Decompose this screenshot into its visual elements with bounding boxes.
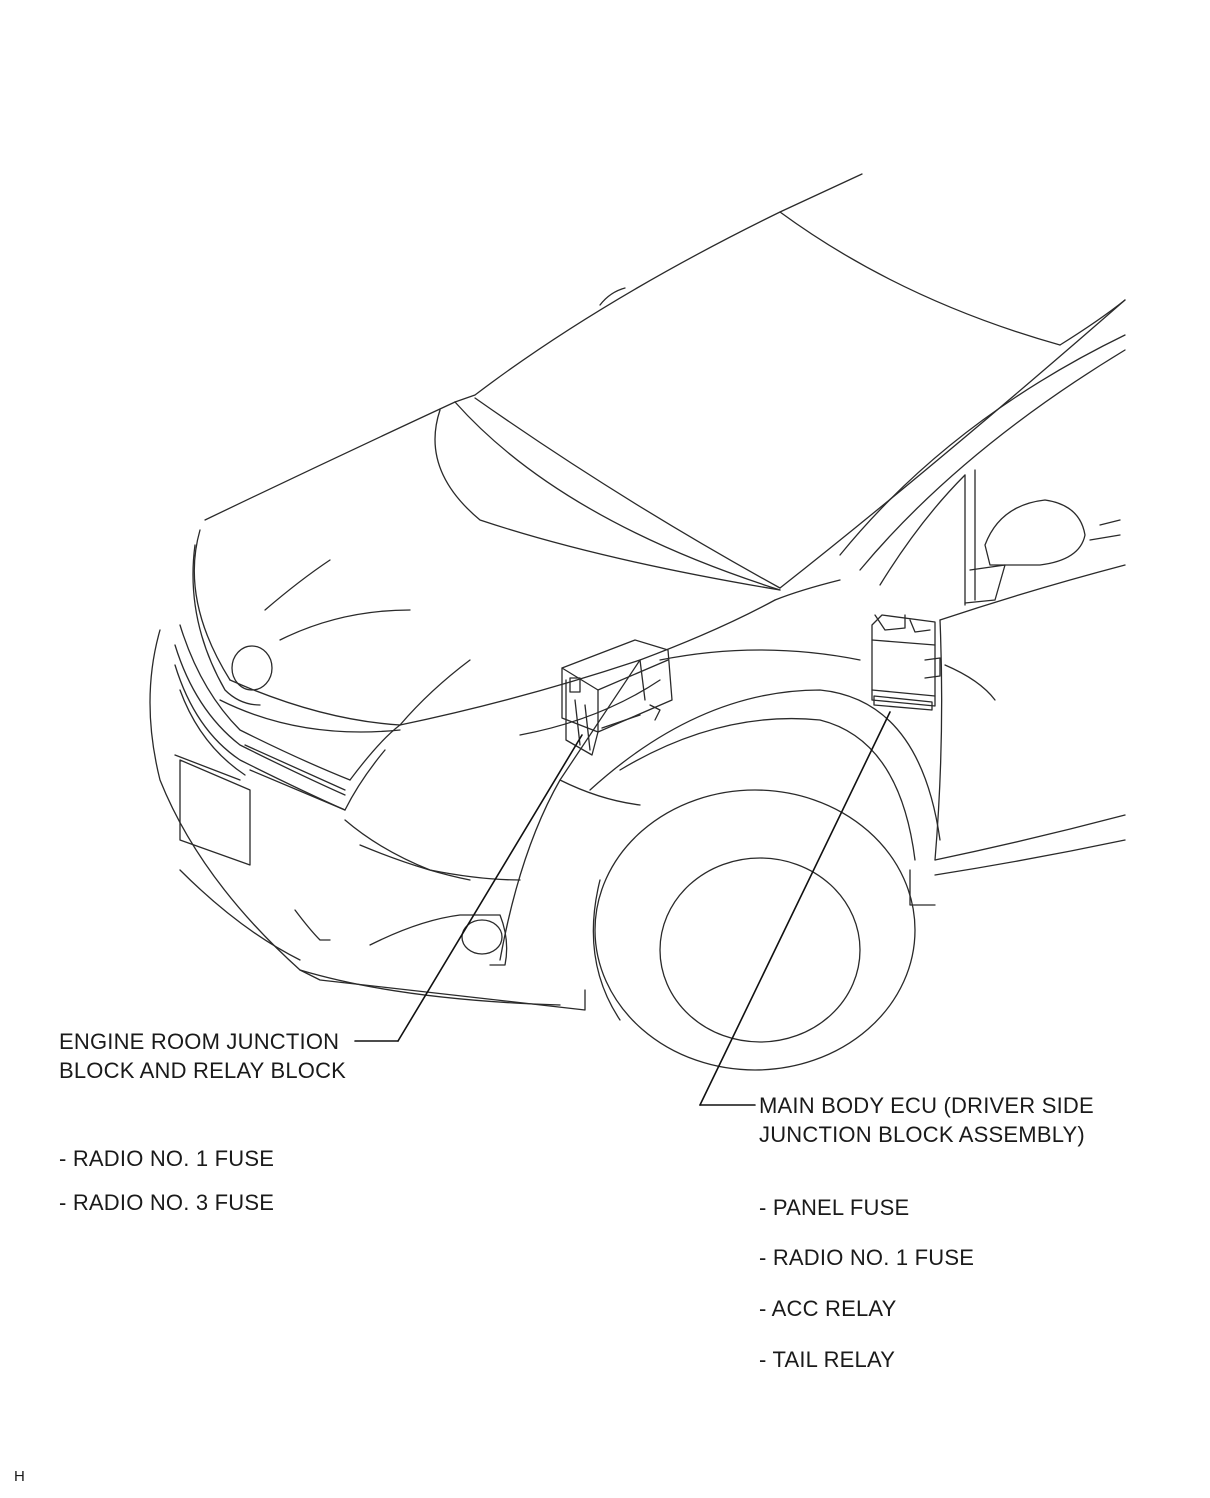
main-body-item-tail-relay: - TAIL RELAY [759, 1347, 896, 1372]
hood [193, 401, 781, 726]
engine-room-label-line1: ENGINE ROOM JUNCTION [59, 1029, 340, 1054]
door-side [879, 469, 1126, 906]
engine-room-item-radio1: - RADIO NO. 1 FUSE [59, 1146, 275, 1171]
front-bumper [149, 629, 586, 1011]
main-body-label-line1: MAIN BODY ECU (DRIVER SIDE [759, 1093, 1094, 1118]
roof-pillar [599, 287, 1126, 571]
engine-room-leader-diagonal [397, 734, 583, 1042]
corner-mark: H [14, 1468, 25, 1485]
side-mirror [944, 499, 1086, 701]
front-fender [499, 579, 943, 961]
main-body-ecu-illustration [871, 614, 941, 711]
engine-room-junction-block-illustration [561, 639, 673, 756]
front-wheel [592, 789, 916, 1071]
headlight [192, 544, 401, 733]
windshield [454, 173, 1126, 591]
fog-lamp [369, 914, 508, 966]
engine-room-label-line2: BLOCK AND RELAY BLOCK [59, 1058, 347, 1083]
main-body-leader-diagonal [699, 711, 891, 1106]
engine-room-item-radio3: - RADIO NO. 3 FUSE [59, 1190, 275, 1215]
main-body-item-radio1: - RADIO NO. 1 FUSE [759, 1245, 975, 1270]
engine-room-junction-label: ENGINE ROOM JUNCTION BLOCK AND RELAY BLO… [59, 1027, 346, 1085]
main-body-item-acc-relay: - ACC RELAY [759, 1296, 897, 1321]
main-body-item-panel-fuse: - PANEL FUSE [759, 1195, 910, 1220]
grille [174, 624, 401, 811]
main-body-label-line2: JUNCTION BLOCK ASSEMBLY) [759, 1122, 1085, 1147]
main-body-ecu-label: MAIN BODY ECU (DRIVER SIDE JUNCTION BLOC… [759, 1091, 1094, 1149]
